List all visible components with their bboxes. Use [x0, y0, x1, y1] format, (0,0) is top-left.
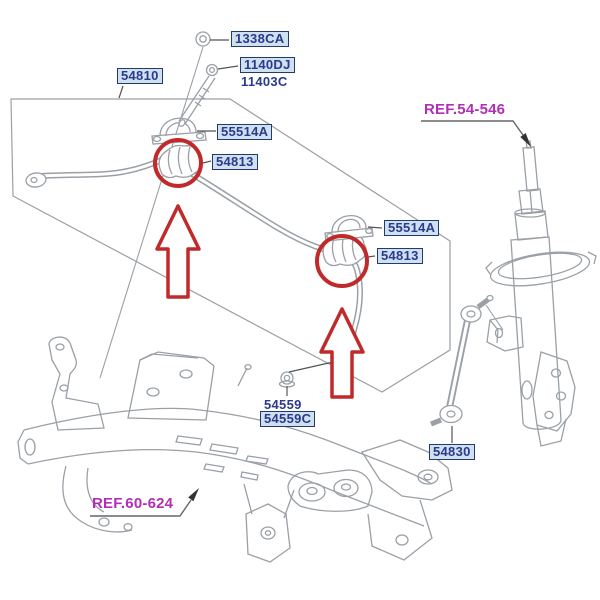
part-label-bushing-front[interactable]: 54813	[212, 154, 258, 170]
ref-strut-leader	[421, 120, 531, 147]
bracket-front-drawing	[151, 117, 207, 145]
part-label-bolt[interactable]: 1140DJ	[240, 57, 295, 73]
part-label-bushing-rear[interactable]: 54813	[377, 248, 423, 264]
bolt-drawing	[178, 63, 219, 127]
strut-drawing	[485, 140, 597, 447]
part-label-bracket-rear[interactable]: 55514A	[384, 220, 440, 236]
alignment-lines	[99, 46, 204, 379]
highlight-circle-front	[153, 138, 203, 188]
link-nut-drawing	[278, 371, 296, 388]
stabilizer-link-drawing	[430, 294, 504, 427]
ref-crossmember-leader	[90, 488, 199, 517]
bushing-front-drawing	[158, 144, 203, 179]
leader-lines	[118, 39, 453, 443]
highlight-circle-rear	[315, 234, 369, 288]
crossmember-drawing	[17, 336, 453, 563]
flange-nut-drawing	[195, 31, 211, 47]
assembly-outline	[10, 98, 451, 393]
ref-link-crossmember[interactable]: REF.60-624	[92, 495, 174, 512]
highlight-arrow-front	[155, 204, 201, 299]
part-label-bracket-front[interactable]: 55514A	[217, 124, 273, 140]
part-label-stabilizer-bar[interactable]: 54810	[117, 68, 163, 84]
part-label-link-nut-alt[interactable]: 54559C	[260, 411, 316, 427]
ref-link-front-strut[interactable]: REF.54-546	[424, 101, 506, 118]
highlight-arrow-rear	[319, 307, 365, 399]
stabilizer-bar-drawing	[25, 154, 364, 378]
part-label-link-nut: 54559	[264, 397, 302, 412]
part-label-flange-nut[interactable]: 1338CA	[231, 31, 289, 47]
part-label-stabilizer-link[interactable]: 54830	[429, 444, 475, 460]
part-label-bolt-alt: 11403C	[241, 74, 288, 89]
